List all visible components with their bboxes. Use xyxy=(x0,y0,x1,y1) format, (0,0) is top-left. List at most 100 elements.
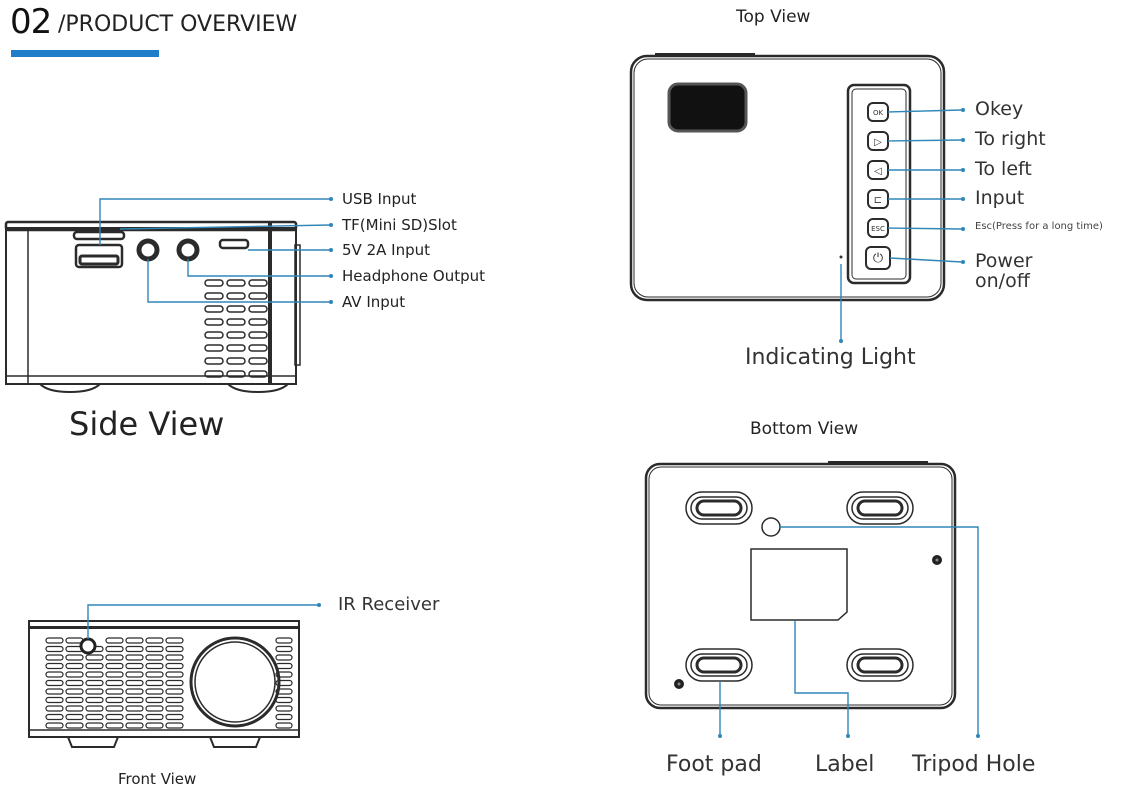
vent-slot xyxy=(275,688,293,695)
vent-slot xyxy=(85,696,104,704)
vent-slot xyxy=(125,679,144,687)
foot-pad xyxy=(846,491,914,525)
vent-slot xyxy=(105,645,124,653)
vent-slot xyxy=(45,722,64,729)
vent-slot xyxy=(145,671,164,678)
vent-slot xyxy=(204,305,224,313)
vent-slot xyxy=(125,637,144,644)
vent-slot xyxy=(248,357,268,365)
vent-slot xyxy=(226,357,246,365)
top-button-2: ◁ xyxy=(867,160,889,180)
vent-slot xyxy=(125,705,144,712)
vent-slot xyxy=(65,705,84,712)
vent-slot xyxy=(248,344,268,352)
vent-slot xyxy=(226,344,246,352)
vent-slot xyxy=(105,654,124,661)
vent-slot xyxy=(165,654,184,661)
vent-slot xyxy=(65,679,84,687)
vent-slot xyxy=(165,696,184,704)
bottom-view-title: Bottom View xyxy=(750,419,859,439)
vent-slot xyxy=(105,705,124,712)
vent-slot xyxy=(226,370,246,378)
vent-slot xyxy=(226,318,246,326)
button-glyph: ▷ xyxy=(874,137,882,148)
vent-slot xyxy=(45,671,64,678)
callout-tripod-hole: Tripod Hole xyxy=(912,752,1036,777)
callout-power: Power on/off xyxy=(975,251,1032,291)
vent-slot xyxy=(145,637,164,644)
vent-slot xyxy=(105,688,124,695)
top-button-1: ▷ xyxy=(867,131,889,151)
vent-slot xyxy=(145,713,164,721)
top-view-title: Top View xyxy=(736,7,811,27)
vent-slot xyxy=(85,713,104,721)
callout-power-line2: on/off xyxy=(975,270,1030,292)
side-view-drawing xyxy=(4,197,333,394)
vent-slot xyxy=(165,705,184,712)
vent-slot xyxy=(65,671,84,678)
tf-slot xyxy=(72,230,126,241)
vent-slot xyxy=(125,722,144,729)
section-number: 02 xyxy=(10,2,52,42)
vent-slot xyxy=(165,671,184,678)
vent-slot xyxy=(125,696,144,704)
vent-slot xyxy=(204,370,224,378)
lens-window xyxy=(667,82,748,133)
vent-slot xyxy=(275,696,293,704)
vent-slot xyxy=(275,645,293,653)
top-button-0: OK xyxy=(867,102,889,122)
vent-slot xyxy=(275,654,293,661)
callout-tf-slot: TF(Mini SD)Slot xyxy=(342,216,457,234)
vent-slot xyxy=(105,679,124,687)
callout-okey: Okey xyxy=(975,98,1024,120)
vent-slot xyxy=(165,679,184,687)
callout-to-right: To right xyxy=(975,128,1046,150)
vent-slot xyxy=(45,696,64,704)
callout-esc: Esc(Press for a long time) xyxy=(975,221,1103,232)
vent-slot xyxy=(165,688,184,695)
vent-slot xyxy=(105,713,124,721)
section-title: /PRODUCT OVERVIEW xyxy=(58,12,298,37)
vent-slot xyxy=(275,671,293,678)
vent-slot xyxy=(275,713,293,721)
vent-slot xyxy=(125,662,144,670)
vent-slot xyxy=(65,688,84,695)
foot-pad xyxy=(685,648,753,682)
side-view-title: Side View xyxy=(69,405,225,443)
vent-slot xyxy=(165,722,184,729)
vent-slot xyxy=(145,696,164,704)
vent-slot xyxy=(65,713,84,721)
vent-slot xyxy=(145,688,164,695)
ir-receiver xyxy=(79,637,97,655)
vent-slot xyxy=(226,279,246,287)
vent-slot xyxy=(145,679,164,687)
side-vents xyxy=(204,279,268,378)
top-button-3: ⊏ xyxy=(867,189,889,209)
callout-av-input: AV Input xyxy=(342,293,406,311)
vent-slot xyxy=(204,331,224,339)
vent-slot xyxy=(45,654,64,661)
vent-slot xyxy=(85,654,104,661)
vent-slot xyxy=(45,662,64,670)
vent-slot xyxy=(275,705,293,712)
vent-slot xyxy=(45,645,64,653)
vent-slot xyxy=(125,645,144,653)
top-view-drawing: OK▷◁⊏ESC⏻ xyxy=(629,53,965,343)
vent-slot xyxy=(204,279,224,287)
vent-slot xyxy=(105,637,124,644)
vent-slot xyxy=(275,679,293,687)
vent-slot xyxy=(248,370,268,378)
vent-slot xyxy=(125,654,144,661)
vent-slot xyxy=(85,679,104,687)
vent-slot xyxy=(226,292,246,300)
vent-slot xyxy=(45,705,64,712)
vent-slot xyxy=(145,722,164,729)
callout-ir-receiver: IR Receiver xyxy=(338,594,440,615)
vent-slot xyxy=(165,637,184,644)
callout-to-left: To left xyxy=(975,158,1032,180)
foot-pad xyxy=(846,648,914,682)
front-view-title: Front View xyxy=(118,770,197,788)
callout-power-input: 5V 2A Input xyxy=(342,241,430,259)
vent-slot xyxy=(65,662,84,670)
